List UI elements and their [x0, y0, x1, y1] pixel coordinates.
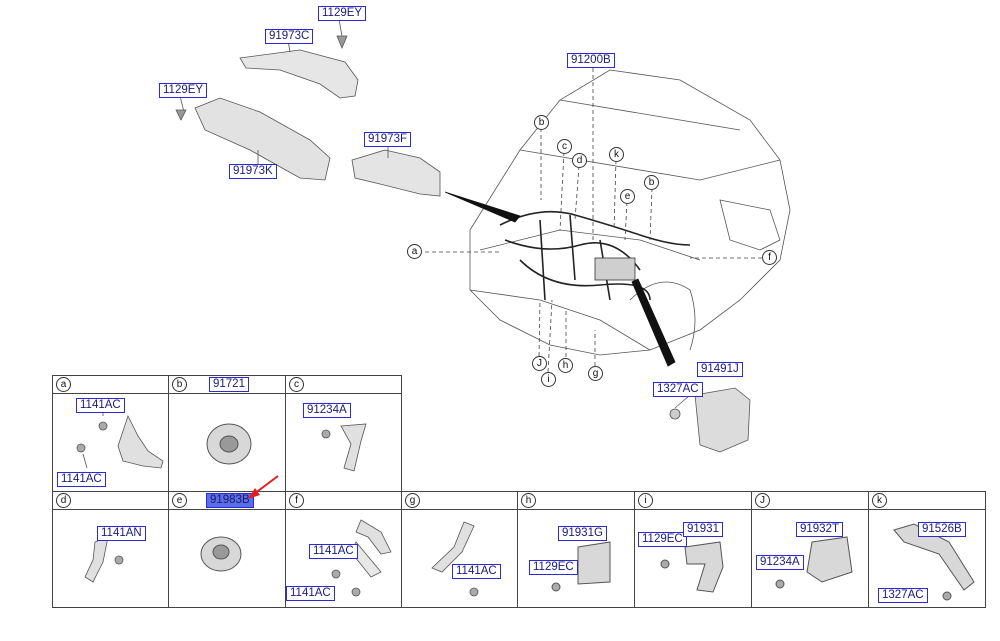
callout-j: J	[532, 356, 547, 371]
callout-a: a	[407, 244, 422, 259]
label-fastener-top: 1129EY	[318, 6, 367, 21]
duct-upper-shape	[239, 49, 359, 99]
callout-b-1: b	[534, 115, 549, 130]
car-body-outline	[469, 69, 791, 356]
detail-cell-g: g 1141AC	[401, 491, 518, 608]
detail-g-drawing	[431, 521, 479, 597]
detail-f-label-1: 1141AC	[309, 544, 358, 559]
wheel-arch	[629, 281, 696, 351]
ecu-box	[594, 257, 636, 281]
detail-e-drawing	[200, 536, 242, 572]
detail-h-label-2: 1129EC	[529, 560, 578, 575]
detail-b-label: 91721	[209, 377, 249, 392]
detail-cell-c: c 91234A	[285, 375, 402, 492]
detail-a-label-1: 1141AC	[76, 398, 125, 413]
pointer-wedge-right	[631, 278, 676, 367]
callout-h: h	[558, 358, 573, 373]
callout-b-2: b	[644, 175, 659, 190]
label-duct-lower: 91973K	[229, 164, 277, 179]
callout-k: k	[609, 147, 624, 162]
label-harness-main: 91200B	[567, 53, 615, 68]
detail-cell-i: i 1129EC 91931	[634, 491, 752, 608]
detail-cell-d: d 1141AN	[52, 491, 169, 608]
label-fastener-left: 1129EY	[159, 83, 208, 98]
detail-b-drawing	[206, 423, 252, 465]
label-duct-upper: 91973C	[265, 29, 314, 44]
callout-g: g	[588, 366, 603, 381]
detail-h-label-1: 91931G	[558, 526, 607, 541]
detail-cell-b: b 91721	[168, 375, 286, 492]
detail-d-label: 1141AN	[97, 526, 146, 541]
label-duct-mid: 91973F	[364, 132, 412, 147]
nut-right-shape	[669, 408, 681, 420]
duct-lower-shape	[194, 97, 331, 181]
red-pointer-arrow	[248, 475, 279, 499]
detail-i-label-1: 1129EC	[638, 532, 687, 547]
detail-k-label-2: 1327AC	[878, 588, 928, 603]
label-nut-right: 1327AC	[653, 382, 703, 397]
callout-f: f	[762, 250, 777, 265]
detail-e-label-highlighted: 91983B	[206, 493, 254, 508]
callout-d: d	[572, 153, 587, 168]
detail-f-label-2: 1141AC	[286, 586, 335, 601]
callout-i: i	[541, 372, 556, 387]
detail-cell-f: f 1141AC 1141AC	[285, 491, 402, 608]
pointer-wedge-left	[444, 191, 521, 223]
detail-j-label-2: 91234A	[756, 555, 804, 570]
callout-e: e	[620, 189, 635, 204]
detail-a-drawing	[76, 404, 164, 469]
label-bracket-right: 91491J	[697, 362, 743, 377]
detail-i-drawing	[660, 541, 724, 593]
detail-cell-h: h 91931G 1129EC	[517, 491, 635, 608]
wiring-harness	[499, 210, 691, 301]
detail-c-drawing	[321, 423, 367, 472]
detail-j-label-1: 91932T	[796, 522, 844, 537]
detail-cell-a: a 1141AC 1141AC	[52, 375, 169, 492]
detail-k-label-1: 91526B	[918, 522, 966, 537]
detail-c-label: 91234A	[303, 403, 351, 418]
detail-j-drawing	[775, 536, 853, 589]
detail-g-label: 1141AC	[452, 564, 501, 579]
detail-h-drawing	[551, 541, 611, 592]
detail-cell-k: k 91526B 1327AC	[868, 491, 986, 608]
detail-i-label-2: 91931	[683, 522, 723, 537]
duct-mid-shape	[351, 149, 441, 197]
detail-d-drawing	[84, 536, 124, 583]
detail-a-label-2: 1141AC	[57, 472, 106, 487]
bracket-right-shape	[694, 387, 751, 453]
detail-cell-j: J 91932T 91234A	[751, 491, 869, 608]
detail-cell-e: e 91983B	[168, 491, 286, 608]
callout-c: c	[557, 139, 572, 154]
